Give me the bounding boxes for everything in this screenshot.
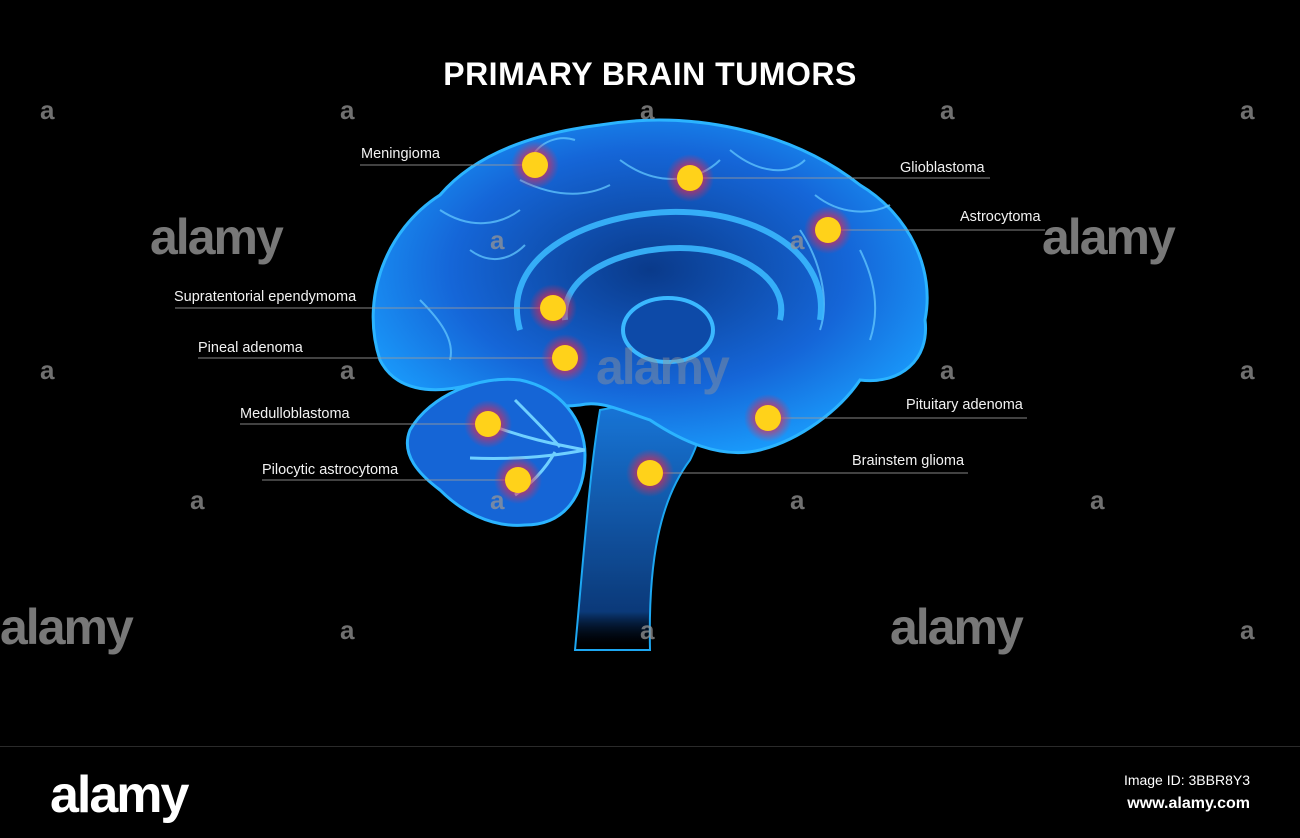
diagram-canvas: PRIMARY BRAIN TUMORS (0, 56, 1255, 655)
label-supratentorial-ependymoma: Supratentorial ependymoma (174, 289, 357, 305)
footer-bar: alamy Image ID: 3BBR8Y3 www.alamy.com (0, 746, 1300, 838)
brain-illustration (175, 118, 1045, 651)
watermark-alamy: alamy (596, 339, 730, 395)
tumor-pineal (541, 334, 589, 382)
watermark-a: a (40, 355, 55, 385)
tumor-astrocytoma (804, 206, 852, 254)
thalamus (621, 296, 715, 364)
tumor-supratentorial (529, 284, 577, 332)
watermark-alamy: alamy (1042, 209, 1176, 265)
tumor-brainstem (626, 449, 674, 497)
cerebellum (405, 377, 587, 527)
watermark-a: a (940, 355, 955, 385)
cerebrum (371, 118, 929, 455)
tumor-glioblastoma (666, 154, 714, 202)
watermark-a: a (340, 355, 355, 385)
watermark-alamy: alamy (0, 599, 134, 655)
watermark-a: a (640, 615, 655, 645)
watermark-a: a (1240, 615, 1255, 645)
label-glioblastoma: Glioblastoma (900, 160, 985, 176)
watermark-a: a (190, 485, 205, 515)
tumor-pituitary (744, 394, 792, 442)
watermark-a: a (940, 95, 955, 125)
tumor-markers (464, 141, 852, 504)
tumor-meningioma (511, 141, 559, 189)
label-medulloblastoma: Medulloblastoma (240, 406, 350, 422)
site-url[interactable]: www.alamy.com (1127, 795, 1250, 812)
corpus-callosum (514, 208, 824, 331)
tumor-pilocytic (494, 456, 542, 504)
watermark-alamy: alamy (890, 599, 1024, 655)
watermark-a: a (40, 95, 55, 125)
watermark-a: a (1240, 95, 1255, 125)
watermark-a: a (1240, 355, 1255, 385)
leader-lines (175, 164, 1045, 481)
tumor-medulloblastoma (464, 400, 512, 448)
label-meningioma: Meningioma (361, 146, 440, 162)
watermark-a: a (340, 95, 355, 125)
watermark-a: a (1090, 485, 1105, 515)
watermark-a: a (490, 485, 505, 515)
label-brainstem-glioma: Brainstem glioma (852, 453, 965, 469)
watermark-a: a (790, 485, 805, 515)
watermark-a: a (490, 225, 505, 255)
watermark-alamy: alamy (150, 209, 284, 265)
watermark-a: a (340, 615, 355, 645)
label-pituitary-adenoma: Pituitary adenoma (906, 397, 1023, 413)
image-id: Image ID: 3BBR8Y3 (1123, 772, 1250, 788)
diagram-title: PRIMARY BRAIN TUMORS (443, 56, 857, 92)
watermark-a: a (790, 225, 805, 255)
alamy-logo: alamy (50, 766, 189, 824)
label-astrocytoma: Astrocytoma (960, 209, 1041, 225)
label-pineal-adenoma: Pineal adenoma (198, 340, 303, 356)
watermark-a: a (640, 95, 655, 125)
label-pilocytic-astrocytoma: Pilocytic astrocytoma (262, 462, 399, 478)
